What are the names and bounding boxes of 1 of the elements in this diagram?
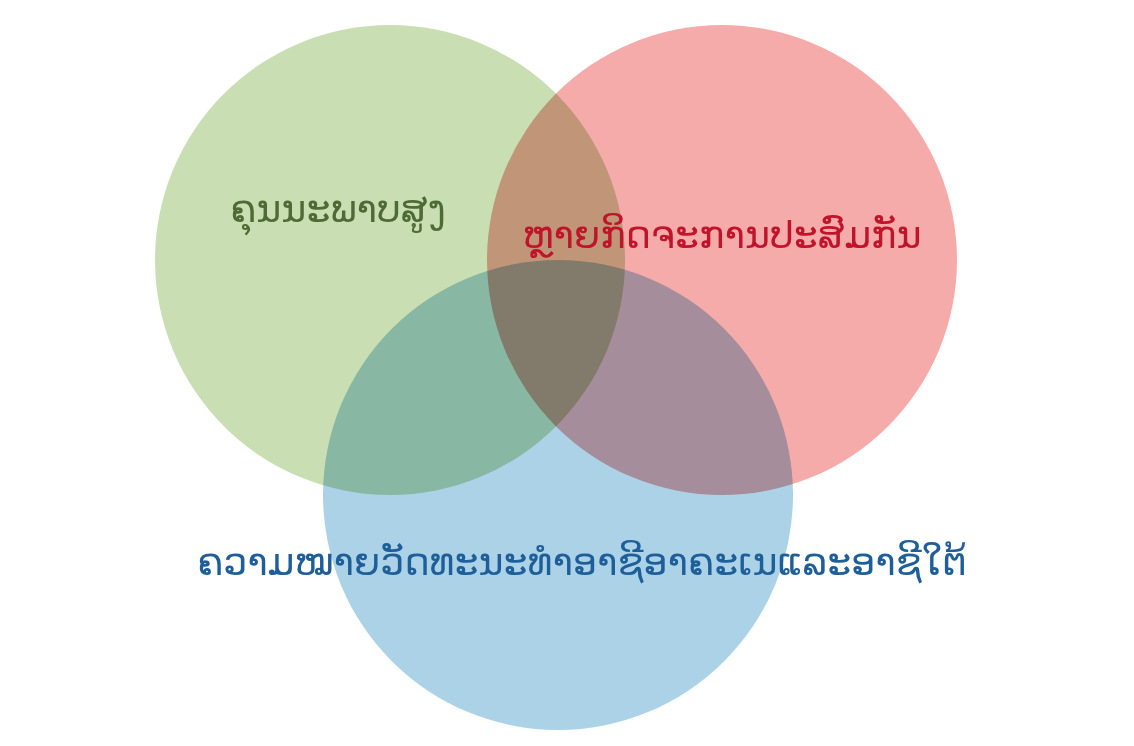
circle-label: ຫຼາຍກິດຈະການປະສົມກັນ <box>522 213 922 259</box>
